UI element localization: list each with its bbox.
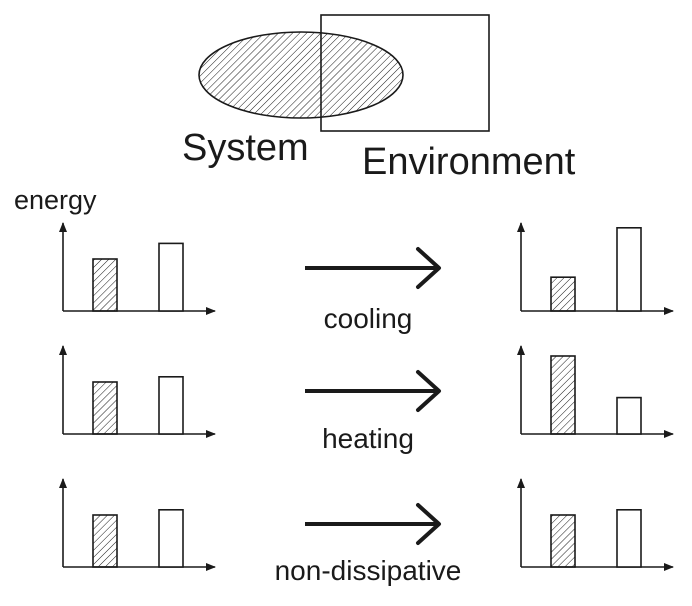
process-label: cooling <box>324 303 413 334</box>
process-arrow-head <box>416 370 441 412</box>
after-environment-bar <box>616 396 642 435</box>
after-system-bar <box>550 514 576 568</box>
process-label: heating <box>322 423 414 454</box>
after-environment-bar <box>616 508 642 568</box>
system-environment-illustration: System Environment <box>182 14 576 183</box>
system-ellipse <box>198 31 404 119</box>
process-row-non-dissipative: non-dissipative <box>59 478 674 586</box>
process-rows: cooling heating non-dissipative <box>59 222 674 586</box>
after-environment-bar <box>616 227 642 312</box>
process-arrow-head <box>416 247 441 289</box>
before-system-bar <box>92 381 118 435</box>
process-arrow-head <box>416 503 441 545</box>
system-label: System <box>182 127 309 169</box>
process-label: non-dissipative <box>275 555 462 586</box>
before-environment-bar <box>158 375 184 435</box>
before-system-bar <box>92 514 118 568</box>
energy-axis-label: energy <box>14 185 97 215</box>
after-system-bar <box>550 355 576 435</box>
before-system-bar <box>92 258 118 312</box>
after-system-bar <box>550 276 576 312</box>
process-row-heating: heating <box>59 345 674 454</box>
before-environment-bar <box>158 508 184 568</box>
before-environment-bar <box>158 242 184 312</box>
process-row-cooling: cooling <box>59 222 674 334</box>
environment-label: Environment <box>362 141 576 183</box>
